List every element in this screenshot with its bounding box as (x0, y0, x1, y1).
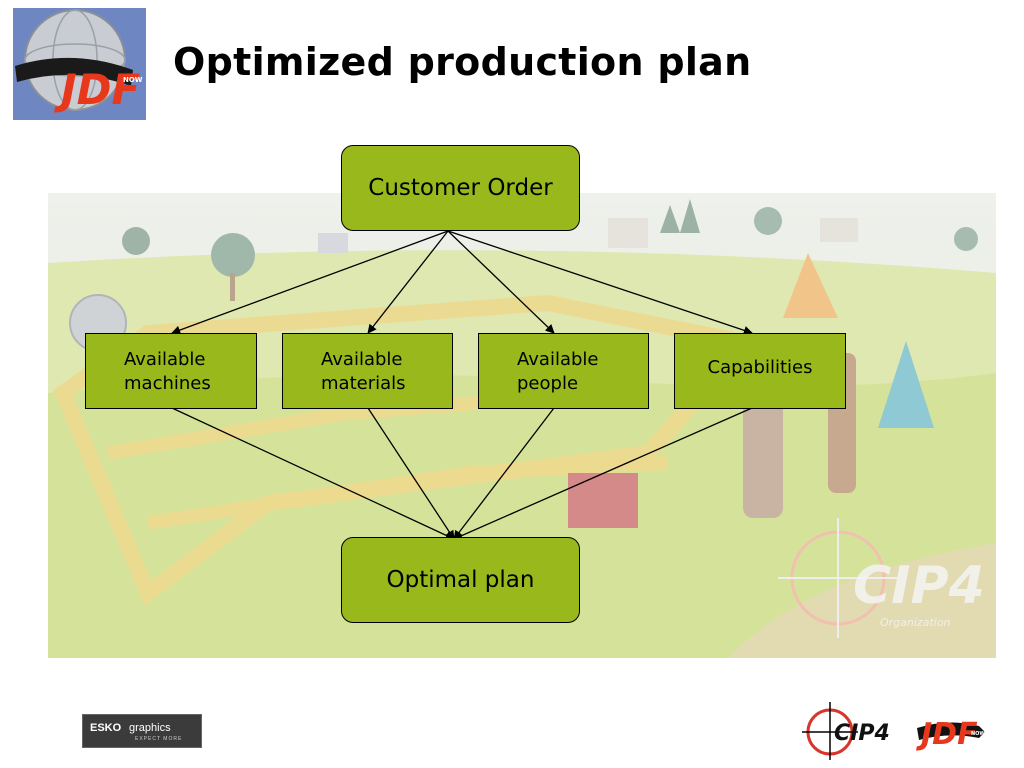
svg-text:Organization: Organization (880, 616, 951, 629)
node-customer-order: Customer Order (341, 145, 580, 231)
node-customer-order-label: Customer Order (368, 175, 553, 201)
node-materials-line1: Available (321, 349, 403, 370)
slide-title: Optimized production plan (173, 40, 752, 84)
node-optimal-plan: Optimal plan (341, 537, 580, 623)
node-available-machines: Available machines (85, 333, 257, 409)
node-machines-line2: machines (124, 373, 211, 394)
svg-text:JDF: JDF (54, 65, 140, 114)
cip4-logo-bottom: CIP4 (802, 702, 890, 760)
svg-text:CIP4: CIP4 (834, 721, 890, 746)
esko-tagline-text: EXPECT MORE (135, 736, 183, 742)
node-optimal-plan-label: Optimal plan (386, 567, 535, 593)
esko-graphics-logo: ESKO graphics EXPECT MORE (82, 714, 202, 748)
esko-sub-text: graphics (129, 722, 171, 734)
svg-text:JDF: JDF (916, 717, 978, 752)
node-people-line1: Available (517, 349, 599, 370)
node-materials-line2: materials (321, 373, 406, 394)
node-people-line2: people (517, 373, 579, 394)
node-capabilities: Capabilities (674, 333, 846, 409)
jdf-now-logo-top: JDF NOW (13, 8, 146, 120)
node-machines-line1: Available (124, 349, 206, 370)
svg-text:CIP4: CIP4 (853, 556, 985, 616)
node-capabilities-label: Capabilities (707, 357, 813, 378)
node-available-people: Available people (478, 333, 649, 409)
jdf-now-logo-bottom: JDF NOW (916, 717, 985, 752)
svg-text:NOW: NOW (123, 76, 143, 84)
svg-text:NOW: NOW (971, 731, 985, 737)
node-available-materials: Available materials (282, 333, 453, 409)
esko-brand-text: ESKO (90, 722, 122, 734)
